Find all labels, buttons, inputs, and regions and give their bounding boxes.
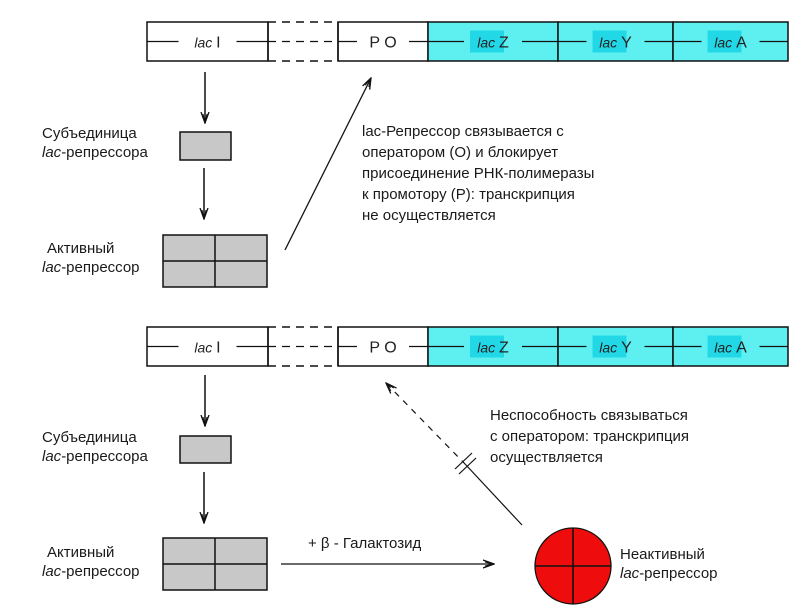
subunit-label-line2: -репрессора [61, 448, 148, 465]
top-panel-graphics [162, 72, 371, 288]
repressor-subunit-top [179, 131, 232, 161]
gene-segment-lacA: lac A [672, 326, 789, 367]
description-line: присоединение РНК-полимеразы [362, 165, 595, 182]
gene-label-lacA: lac A [714, 35, 747, 52]
active-label-line2: -репрессор [61, 259, 140, 276]
gene-segment-lacA: lac A [672, 21, 789, 62]
description-line: lac-Репрессор связывается с [362, 123, 564, 140]
operon-bar-top: lac I P O lac Z lac Y lac A [146, 21, 789, 62]
description-line: не осуществляется [362, 207, 496, 224]
gene-segment-gap [268, 21, 338, 62]
gene-segment-lacY: lac Y [557, 21, 674, 62]
gene-label-lacY: lac Y [599, 340, 632, 357]
gene-label-PO: P O [369, 340, 396, 357]
gene-segment-lacI: lac I [146, 326, 269, 367]
gene-label-lacA: lac A [714, 340, 747, 357]
active-repressor-bottom [162, 537, 268, 591]
gene-label-lacZ: lac Z [477, 340, 509, 357]
active-label-line1: Активный [47, 544, 115, 561]
gene-label-lacZ: lac Z [477, 35, 509, 52]
inactive-repressor-label: Неактивный lac-репрессор [620, 545, 718, 583]
description-line: к промотору (Р): транскрипция [362, 186, 575, 203]
arrow-blocked-binding-solid [465, 464, 523, 526]
subunit-label-bottom: Субъединица lac-репрессора [42, 428, 148, 466]
inducer-label: + β - Галактозид [308, 535, 422, 552]
arrow-blocked-binding-dashed [386, 383, 467, 466]
gene-segment-lacZ: lac Z [427, 326, 559, 367]
gene-segment-lacI: lac I [146, 21, 269, 62]
gene-label-PO: P O [369, 35, 396, 52]
active-repressor-top [162, 234, 268, 288]
arrow-repressor-binds-operator [284, 78, 371, 251]
subunit-label-line1: Субъединица [42, 125, 137, 142]
description-line: оператором (О) и блокирует [362, 144, 559, 161]
bottom-panel-graphics [162, 375, 612, 605]
gene-label-lacY: lac Y [599, 35, 632, 52]
subunit-label-line2: -репрессора [61, 144, 148, 161]
description-line: с оператором: транскрипция [490, 428, 690, 445]
description-line: Неспособность связываться [490, 407, 688, 424]
gene-segment-PO: P O [337, 326, 429, 367]
lac-italic: lac [42, 144, 62, 161]
gene-segment-PO: P O [337, 21, 429, 62]
lac-italic: lac [620, 565, 640, 582]
subunit-label-line1: Субъединица [42, 429, 137, 446]
lac-italic: lac [42, 563, 62, 580]
gene-label-lacI: lac I [194, 340, 220, 357]
repressor-subunit-bottom [179, 435, 232, 464]
gene-segment-lacY: lac Y [557, 326, 674, 367]
inactive-label-line2: -репрессор [639, 565, 718, 582]
active-label-line2: -репрессор [61, 563, 140, 580]
subunit-label-top: Субъединица lac-репрессора [42, 124, 148, 162]
lac-italic: lac [42, 259, 62, 276]
gene-segment-gap [268, 326, 338, 367]
description-bottom: Неспособность связываться с оператором: … [490, 405, 689, 468]
description-top: lac-Репрессор связывается с оператором (… [362, 121, 594, 226]
operon-bar-bottom: lac I P O lac Z lac Y lac A [146, 326, 789, 367]
active-repressor-label-bottom: Активный lac-репрессор [42, 543, 140, 581]
blocked-mark-icon [454, 452, 477, 475]
lac-italic: lac [42, 448, 62, 465]
gene-label-lacI: lac I [194, 35, 220, 52]
inactive-repressor [534, 527, 612, 605]
inactive-label-line1: Неактивный [620, 546, 705, 563]
description-line: осуществляется [490, 449, 603, 466]
gene-segment-lacZ: lac Z [427, 21, 559, 62]
active-repressor-label-top: Активный lac-репрессор [42, 239, 140, 277]
active-label-line1: Активный [47, 240, 115, 257]
